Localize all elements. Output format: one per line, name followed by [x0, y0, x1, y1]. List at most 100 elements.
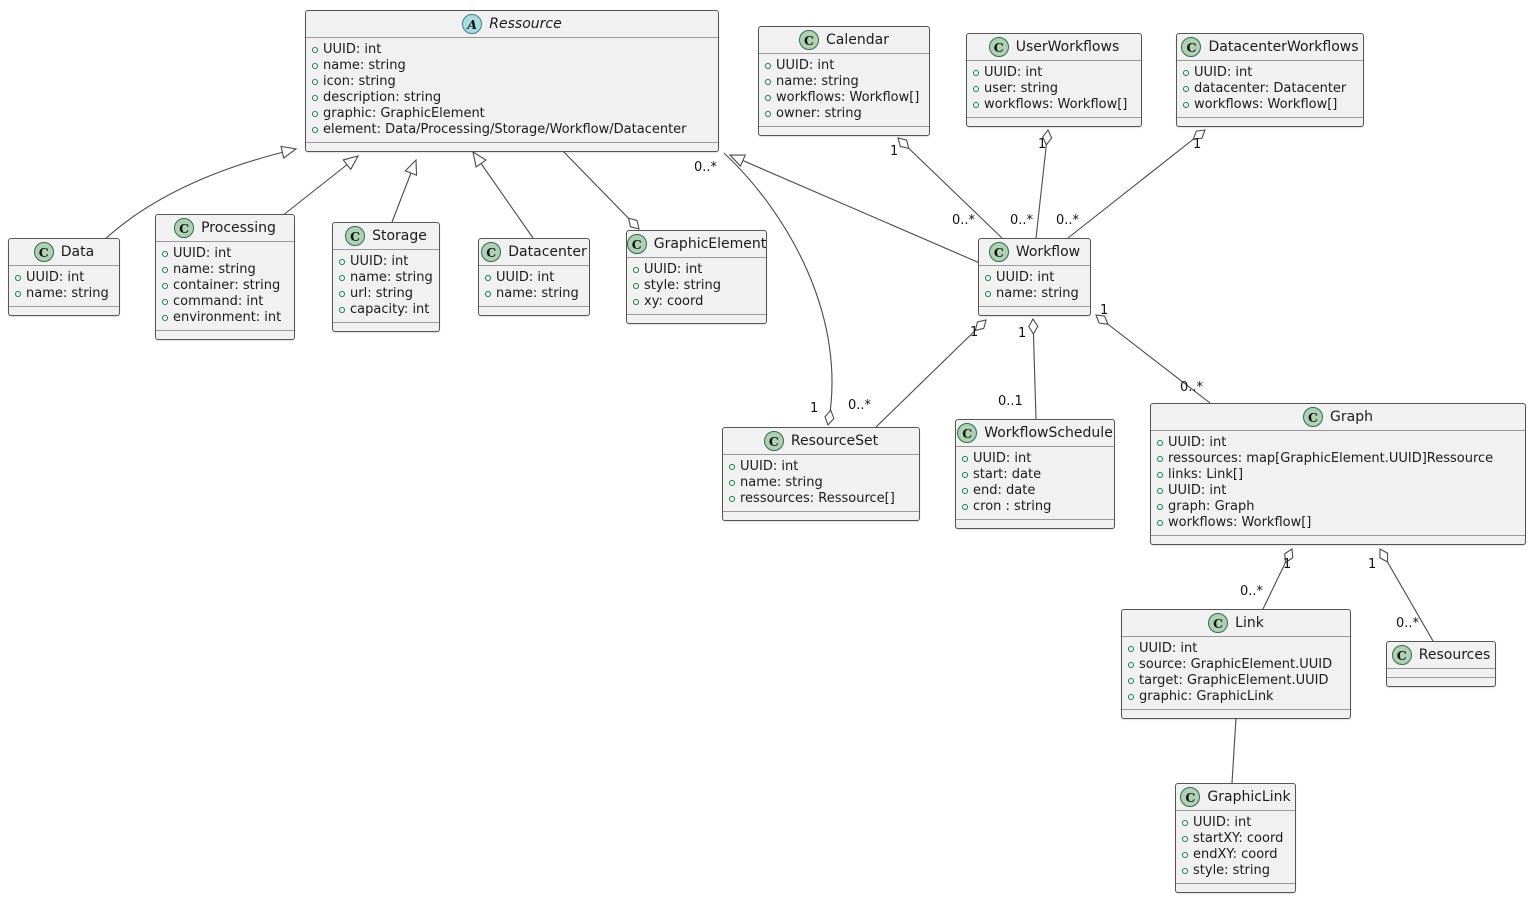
- field-visibility-icon: [729, 464, 735, 470]
- attribute-text: name: string: [496, 286, 579, 301]
- attribute-text: graph: Graph: [1168, 499, 1255, 514]
- attribute-text: links: Link[]: [1168, 467, 1244, 482]
- attribute-row: start: date: [962, 467, 1108, 483]
- methods-compartment: [979, 307, 1090, 315]
- field-visibility-icon: [312, 79, 318, 85]
- attribute-text: url: string: [350, 286, 414, 301]
- field-visibility-icon: [1128, 662, 1134, 668]
- attribute-text: UUID: int: [776, 58, 835, 73]
- field-visibility-icon: [1157, 456, 1163, 462]
- attribute-row: description: string: [312, 90, 712, 106]
- class-badge-icon: C: [345, 226, 366, 246]
- multiplicity-label: 1: [1018, 326, 1027, 341]
- attribute-row: style: string: [1182, 863, 1289, 879]
- class-badge-icon: C: [1303, 407, 1324, 427]
- methods-compartment: [956, 520, 1114, 528]
- edge-resourceSet-ressource-aggregation: [723, 152, 832, 425]
- attribute-text: UUID: int: [1168, 435, 1227, 450]
- attribute-row: name: string: [485, 286, 583, 302]
- class-badge-icon: C: [763, 431, 784, 451]
- attribute-text: UUID: int: [1139, 641, 1198, 656]
- attribute-text: workflows: Workflow[]: [1194, 97, 1338, 112]
- multiplicity-label: 0..*: [952, 213, 976, 228]
- attribute-row: links: Link[]: [1157, 467, 1519, 483]
- edge-link-graphicLink-association: [1231, 717, 1237, 784]
- attribute-text: style: string: [644, 278, 722, 293]
- attribute-text: capacity: int: [350, 302, 430, 317]
- attribute-text: name: string: [776, 74, 859, 89]
- attribute-text: command: int: [173, 294, 264, 309]
- attribute-text: endXY: coord: [1193, 847, 1278, 862]
- attribute-row: name: string: [312, 58, 712, 74]
- attribute-text: start: date: [973, 467, 1042, 482]
- methods-compartment: [333, 323, 439, 331]
- methods-compartment: [723, 512, 919, 520]
- class-badge-icon: C: [988, 242, 1009, 262]
- field-visibility-icon: [339, 275, 345, 281]
- attribute-row: UUID: int: [1157, 435, 1519, 451]
- attribute-row: endXY: coord: [1182, 847, 1289, 863]
- attribute-row: command: int: [162, 294, 288, 310]
- field-visibility-icon: [162, 267, 168, 273]
- methods-compartment: [156, 331, 294, 339]
- class-title: Link: [1235, 615, 1264, 631]
- methods-compartment: [1122, 710, 1350, 718]
- class-title: Data: [60, 244, 95, 260]
- attribute-text: UUID: int: [1194, 65, 1253, 80]
- attribute-text: workflows: Workflow[]: [776, 90, 920, 105]
- field-visibility-icon: [1157, 440, 1163, 446]
- attribute-row: name: string: [985, 286, 1084, 302]
- multiplicity-label: 0..1: [998, 394, 1023, 409]
- attribute-text: graphic: GraphicLink: [1139, 689, 1274, 704]
- field-visibility-icon: [1128, 646, 1134, 652]
- attribute-text: UUID: int: [740, 459, 799, 474]
- field-visibility-icon: [1157, 488, 1163, 494]
- class-title: Resources: [1418, 647, 1491, 663]
- field-visibility-icon: [962, 456, 968, 462]
- class-badge-icon: C: [988, 37, 1009, 57]
- attribute-text: xy: coord: [644, 294, 704, 309]
- field-visibility-icon: [765, 95, 771, 101]
- attribute-text: description: string: [323, 90, 442, 105]
- attribute-row: startXY: coord: [1182, 831, 1289, 847]
- field-visibility-icon: [962, 488, 968, 494]
- attribute-row: end: date: [962, 483, 1108, 499]
- attribute-row: source: GraphicElement.UUID: [1128, 657, 1344, 673]
- field-visibility-icon: [312, 47, 318, 53]
- multiplicity-label: 1: [890, 144, 899, 159]
- attribute-text: UUID: int: [323, 42, 382, 57]
- field-visibility-icon: [765, 63, 771, 69]
- attribute-text: owner: string: [776, 106, 862, 121]
- multiplicity-label: 0..*: [1240, 584, 1264, 599]
- abstract-badge-icon: A: [462, 14, 483, 34]
- multiplicity-label: 1: [810, 401, 819, 416]
- class-title: Storage: [372, 228, 427, 244]
- attribute-text: graphic: GraphicElement: [323, 106, 485, 121]
- edge-processing-ressource-generalization: [281, 155, 360, 217]
- attribute-text: UUID: int: [996, 270, 1055, 285]
- attribute-text: UUID: int: [173, 246, 232, 261]
- edge-workflow-resourceSet-aggregation: [875, 320, 986, 428]
- attribute-row: UUID: int: [962, 451, 1108, 467]
